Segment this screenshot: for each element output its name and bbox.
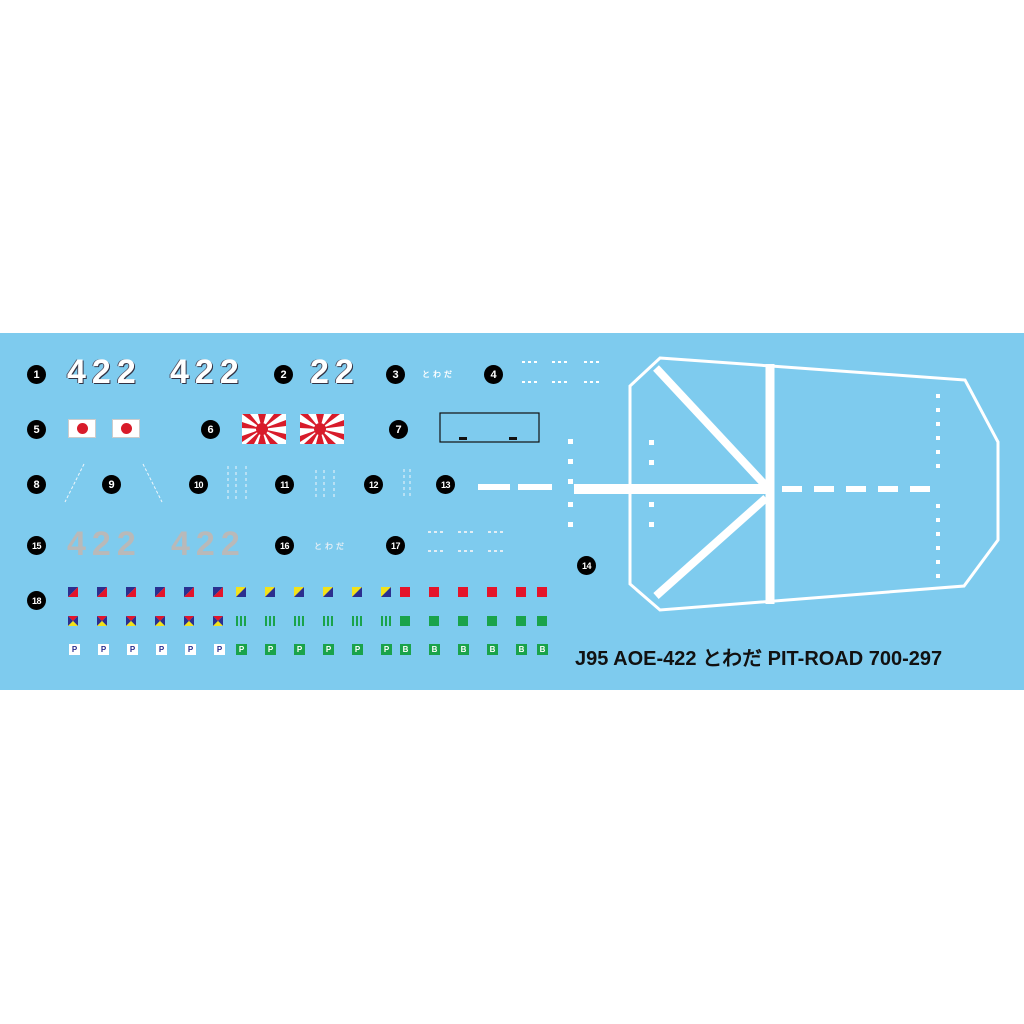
decal-number-14: 14 — [577, 556, 596, 575]
sheet-caption: J95 AOE-422 とわだ PIT-ROAD 700-297 — [575, 648, 943, 670]
diagonal-line-9 — [142, 463, 163, 503]
p-green-flag: P — [381, 644, 392, 655]
p-green-flag: P — [265, 644, 276, 655]
p-flag: P — [214, 644, 225, 655]
decal-number-4: 4 — [484, 365, 503, 384]
diagonal-line-8 — [64, 463, 85, 503]
p-green-flag: P — [294, 644, 305, 655]
decal-number-12: 12 — [364, 475, 383, 494]
b-green-flag: B — [487, 644, 498, 655]
rising-sun-flag-icon — [242, 414, 286, 444]
deck-line-13 — [478, 484, 552, 490]
rising-sun-flag-icon — [300, 414, 344, 444]
decal-number-9: 9 — [102, 475, 121, 494]
deck-number-white: 22 — [310, 353, 360, 391]
hull-number-grey-b: 422 — [171, 525, 246, 563]
decal-number-5: 5 — [27, 420, 46, 439]
japan-flag-icon — [68, 419, 96, 438]
hull-number-grey-a: 422 — [67, 525, 142, 563]
vertical-lines-12 — [403, 469, 411, 496]
p-flag: P — [127, 644, 138, 655]
b-green-flag: B — [429, 644, 440, 655]
decal-number-17: 17 — [386, 536, 405, 555]
b-green-flag: B — [400, 644, 411, 655]
vertical-lines-11 — [315, 470, 335, 498]
hull-number-white-a: 422 — [67, 353, 142, 391]
p-green-flag: P — [323, 644, 334, 655]
decal-sheet — [0, 333, 1024, 690]
vertical-lines-10 — [227, 466, 247, 502]
p-green-flag: P — [352, 644, 363, 655]
hangar-door-outline — [439, 412, 540, 443]
decal-number-16: 16 — [275, 536, 294, 555]
helicopter-deck-marking-icon — [568, 356, 1000, 612]
decal-number-15: 15 — [27, 536, 46, 555]
decal-number-18: 18 — [27, 591, 46, 610]
b-green-flag: B — [458, 644, 469, 655]
p-green-flag: P — [236, 644, 247, 655]
ship-name-small-16: とわだ — [314, 542, 347, 551]
decal-number-3: 3 — [386, 365, 405, 384]
decal-number-10: 10 — [189, 475, 208, 494]
decal-number-7: 7 — [389, 420, 408, 439]
b-green-flag: B — [516, 644, 527, 655]
p-flag: P — [69, 644, 80, 655]
decal-number-8: 8 — [27, 475, 46, 494]
ship-name-small: とわだ — [422, 370, 455, 379]
p-flag: P — [185, 644, 196, 655]
b-green-flag: B — [537, 644, 548, 655]
decal-number-6: 6 — [201, 420, 220, 439]
decal-number-1: 1 — [27, 365, 46, 384]
small-marks-4 — [522, 361, 599, 383]
small-marks-17 — [428, 531, 503, 552]
signal-flags-18 — [68, 587, 547, 626]
p-flag: P — [98, 644, 109, 655]
japan-flag-icon — [112, 419, 140, 438]
hull-number-white-b: 422 — [170, 353, 245, 391]
p-flag: P — [156, 644, 167, 655]
decal-number-13: 13 — [436, 475, 455, 494]
decal-number-11: 11 — [275, 475, 294, 494]
decal-number-2: 2 — [274, 365, 293, 384]
